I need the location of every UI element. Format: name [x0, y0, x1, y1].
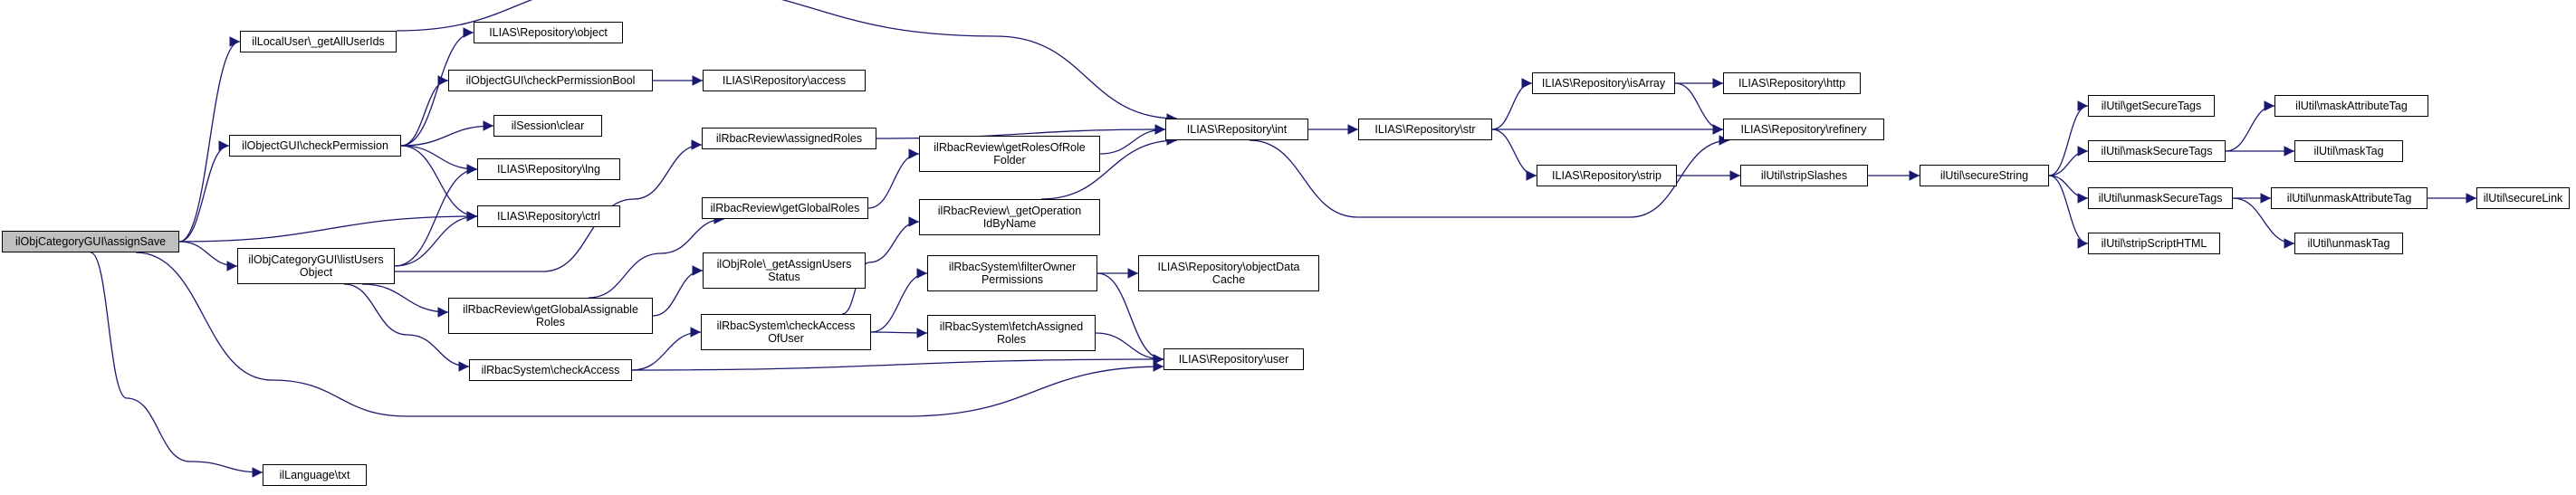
call-edges — [90, 0, 2476, 478]
node-checkAccess[interactable]: ilRbacSystem\checkAccess — [469, 359, 632, 381]
node-getSecureTags[interactable]: ilUtil\getSecureTags — [2088, 95, 2215, 117]
node-getGlobalAssignableRoles[interactable]: ilRbacReview\getGlobalAssignable Roles — [448, 298, 653, 334]
call-edge-checkAccessOfUser-to-getOperationIdByName — [841, 216, 920, 315]
call-edge-fetchAssignedRoles-to-repoUser — [1095, 332, 1164, 365]
node-getRolesOfRoleFolder[interactable]: ilRbacReview\getRolesOfRole Folder — [919, 136, 1100, 172]
call-edge-secureString-to-getSecureTags — [2048, 100, 2089, 176]
node-stripScriptHTML[interactable]: ilUtil\stripScriptHTML — [2088, 233, 2220, 254]
call-edge-checkPermission-to-checkPermissionBool — [400, 75, 449, 147]
node-getAssignUsersStatus[interactable]: ilObjRole\_getAssignUsers Status — [703, 252, 866, 289]
call-edge-listUsersObject-to-repoLng — [394, 164, 478, 267]
call-edge-checkPermission-to-repoObject — [400, 27, 474, 147]
node-repoRefinery[interactable]: ILIAS\Repository\refinery — [1723, 119, 1884, 140]
node-secureLink[interactable]: ilUtil\secureLink — [2476, 187, 2570, 209]
call-edge-repoStr-to-repoStrip — [1491, 129, 1537, 181]
node-filterOwnerPermissions[interactable]: ilRbacSystem\filterOwner Permissions — [927, 255, 1097, 291]
node-listUsersObject[interactable]: ilObjCategoryGUI\listUsers Object — [237, 248, 395, 284]
call-edge-checkAccessOfUser-to-fetchAssignedRoles — [870, 328, 928, 338]
call-edge-secureString-to-unmaskSecureTags — [2048, 175, 2089, 204]
node-repoIsArray[interactable]: ILIAS\Repository\isArray — [1532, 72, 1675, 94]
node-getGlobalRoles[interactable]: ilRbacReview\getGlobalRoles — [702, 197, 868, 219]
call-edge-assignSave-to-listUsersObject — [178, 241, 238, 271]
node-unmaskTag[interactable]: ilUtil\unmaskTag — [2294, 233, 2403, 254]
node-repoObject[interactable]: ILIAS\Repository\object — [474, 22, 623, 43]
node-getAllUserIds[interactable]: ilLocalUser\_getAllUserIds — [240, 31, 397, 52]
call-edge-assignSave-to-langTxt — [90, 252, 263, 478]
node-checkAccessOfUser[interactable]: ilRbacSystem\checkAccess OfUser — [701, 314, 871, 350]
node-checkPermission[interactable]: ilObjectGUI\checkPermission — [229, 135, 401, 157]
call-edge-getOperationIdByName-to-repoInt — [1040, 135, 1178, 200]
call-edge-getAllUserIds-to-repoInt — [396, 0, 1178, 124]
call-edge-listUsersObject-to-repoCtrl — [394, 211, 478, 267]
call-edge-repoStr-to-repoIsArray — [1491, 78, 1533, 130]
node-assignSave[interactable]: ilObjCategoryGUI\assignSave — [2, 231, 179, 252]
call-edge-listUsersObject-to-checkAccess — [343, 283, 470, 372]
node-assignedRoles[interactable]: ilRbacReview\assignedRoles — [702, 128, 876, 149]
node-maskTag[interactable]: ilUtil\maskTag — [2294, 140, 2403, 162]
node-langTxt[interactable]: ilLanguage\txt — [263, 464, 367, 486]
call-edge-assignSave-to-checkPermission — [178, 140, 230, 243]
call-edge-getGlobalRoles-to-getRolesOfRoleFolder — [867, 148, 920, 209]
call-edge-unmaskSecureTags-to-unmaskTag — [2232, 197, 2295, 249]
call-edge-assignSave-to-getAllUserIds — [178, 36, 241, 243]
call-edge-checkPermission-to-repoLng — [400, 145, 478, 175]
call-edge-checkAccess-to-checkAccessOfUser — [631, 327, 702, 371]
node-unmaskSecureTags[interactable]: ilUtil\unmaskSecureTags — [2088, 187, 2233, 209]
call-edge-checkPermission-to-repoCtrl — [400, 145, 478, 222]
call-edge-assignSave-to-repoCtrl — [178, 211, 478, 243]
call-edge-getRolesOfRoleFolder-to-repoInt — [1099, 124, 1166, 155]
node-repoHttp[interactable]: ILIAS\Repository\http — [1723, 72, 1861, 94]
node-objectDataCache[interactable]: ILIAS\Repository\objectData Cache — [1138, 255, 1319, 291]
node-repoCtrl[interactable]: ILIAS\Repository\ctrl — [477, 205, 620, 227]
call-edge-maskSecureTags-to-maskAttributeTag — [2225, 100, 2275, 152]
call-edge-repoIsArray-to-repoRefinery — [1674, 82, 1724, 135]
node-repoInt[interactable]: ILIAS\Repository\int — [1165, 119, 1308, 140]
call-edge-listUsersObject-to-assignedRoles — [394, 139, 703, 272]
node-sessionClear[interactable]: ilSession\clear — [493, 115, 602, 137]
node-unmaskAttributeTag[interactable]: ilUtil\unmaskAttributeTag — [2271, 187, 2428, 209]
node-repoAccess[interactable]: ILIAS\Repository\access — [703, 70, 866, 91]
call-edge-checkPermission-to-sessionClear — [400, 120, 494, 147]
node-checkPermissionBool[interactable]: ilObjectGUI\checkPermissionBool — [448, 70, 653, 91]
node-secureString[interactable]: ilUtil\secureString — [1920, 165, 2049, 186]
call-edge-getGlobalAssignableRoles-to-getGlobalRoles — [588, 214, 725, 299]
node-maskSecureTags[interactable]: ilUtil\maskSecureTags — [2088, 140, 2226, 162]
node-repoLng[interactable]: ILIAS\Repository\lng — [477, 158, 620, 180]
node-fetchAssignedRoles[interactable]: ilRbacSystem\fetchAssigned Roles — [927, 315, 1096, 351]
call-edge-secureString-to-maskSecureTags — [2048, 146, 2089, 176]
node-maskAttributeTag[interactable]: ilUtil\maskAttributeTag — [2274, 95, 2428, 117]
call-edge-checkAccessOfUser-to-filterOwnerPermissions — [870, 268, 928, 333]
call-edge-assignSave-to-repoUser — [135, 252, 1164, 417]
node-repoStrip[interactable]: ILIAS\Repository\strip — [1537, 165, 1677, 186]
node-getOperationIdByName[interactable]: ilRbacReview\_getOperation IdByName — [919, 199, 1100, 235]
call-edge-checkAccess-to-repoUser — [631, 354, 1164, 371]
call-edge-listUsersObject-to-getGlobalAssignableRoles — [361, 283, 449, 318]
node-stripSlashes[interactable]: ilUtil\stripSlashes — [1740, 165, 1868, 186]
node-repoUser[interactable]: ILIAS\Repository\user — [1164, 348, 1304, 370]
call-edge-getGlobalAssignableRoles-to-getAssignUsersStatus — [652, 265, 704, 317]
call-edge-secureString-to-stripScriptHTML — [2048, 175, 2089, 249]
node-repoStr[interactable]: ILIAS\Repository\str — [1358, 119, 1492, 140]
